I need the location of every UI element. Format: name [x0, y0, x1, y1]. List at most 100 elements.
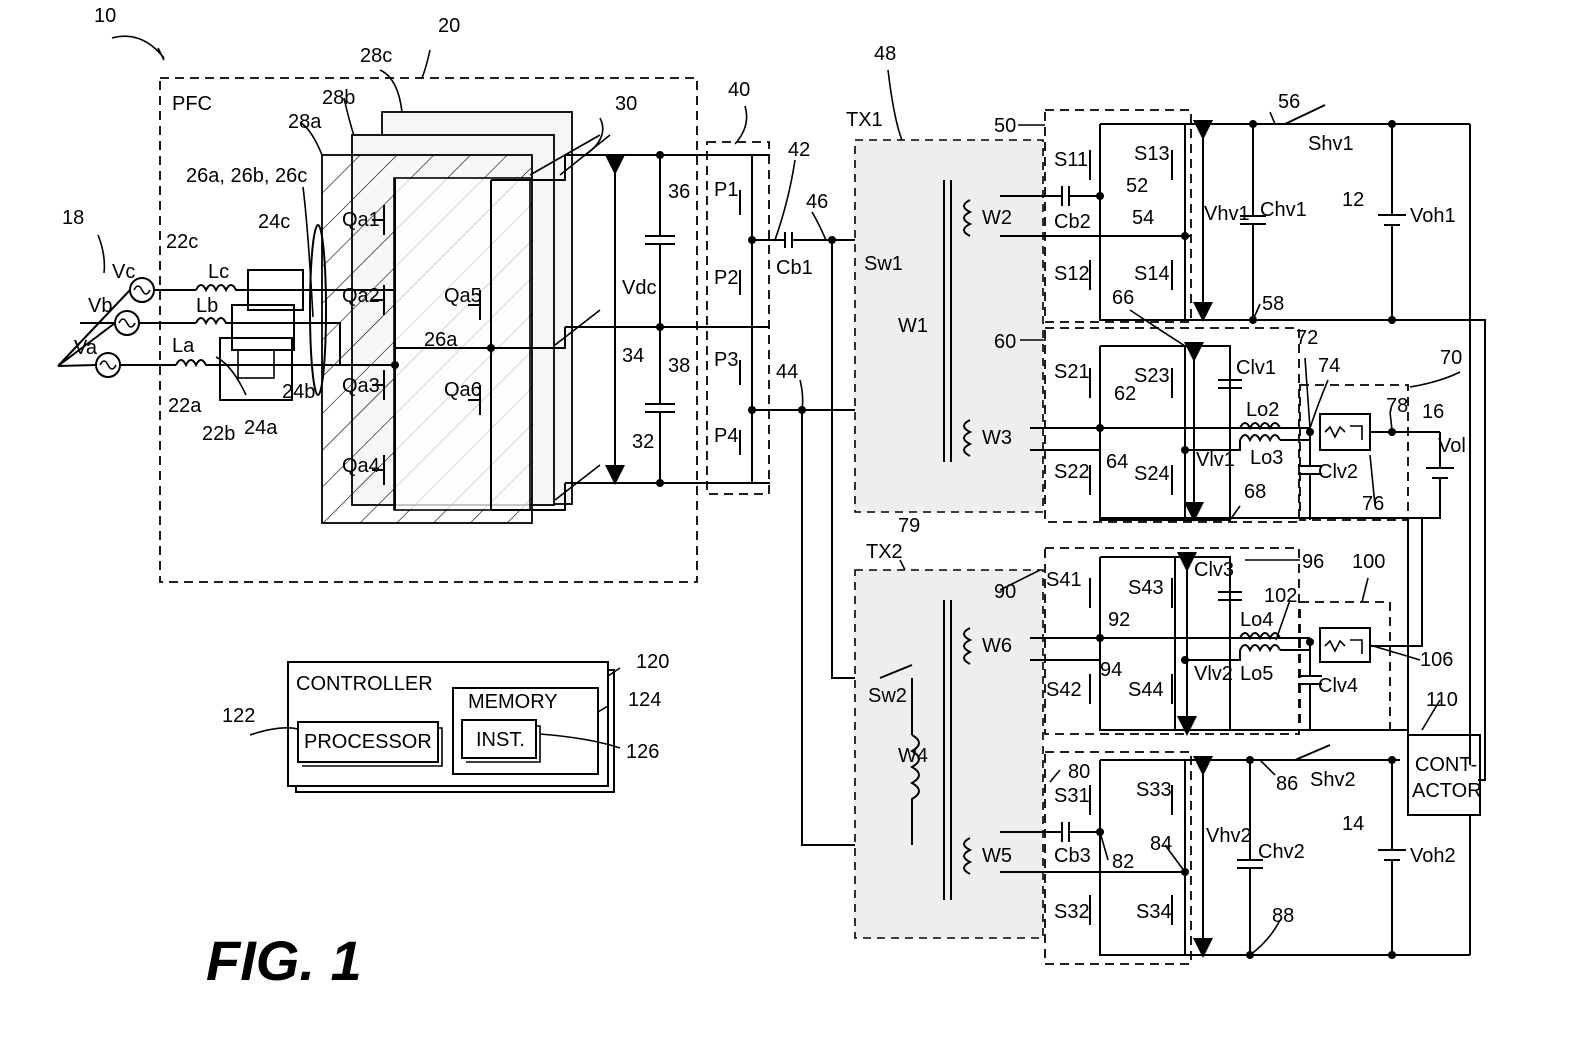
label-w3: W3 [982, 428, 1012, 448]
ref-70: 70 [1440, 348, 1462, 368]
label-cb1: Cb1 [776, 258, 813, 278]
ref-40: 40 [728, 80, 750, 100]
transformer-tx2 [855, 570, 1043, 938]
label-p1: P1 [714, 180, 738, 200]
ref-96: 96 [1302, 552, 1324, 572]
label-processor: PROCESSOR [304, 732, 432, 752]
label-qa5: Qa5 [444, 286, 482, 306]
ref-88: 88 [1272, 906, 1294, 926]
label-clv4: Clv4 [1318, 676, 1358, 696]
label-qa6: Qa6 [444, 380, 482, 400]
ref-12: 12 [1342, 190, 1364, 210]
label-qa4: Qa4 [342, 456, 380, 476]
ref-50: 50 [994, 116, 1016, 136]
ref-54: 54 [1132, 208, 1154, 228]
label-lb: Lb [196, 296, 218, 316]
label-lc: Lc [208, 262, 229, 282]
label-shv1: Shv1 [1308, 134, 1354, 154]
ref-60: 60 [994, 332, 1016, 352]
label-memory: MEMORY [468, 692, 558, 712]
ref-42: 42 [788, 140, 810, 160]
ref-64: 64 [1106, 452, 1128, 472]
ref-26a: 26a [424, 330, 457, 350]
inductor-lo5 [1240, 645, 1280, 650]
battery-14 [1378, 760, 1406, 955]
label-vb: Vb [88, 296, 112, 316]
ref-102: 102 [1264, 586, 1297, 606]
label-s14: S14 [1134, 264, 1170, 284]
label-s44: S44 [1128, 680, 1164, 700]
label-va: Va [74, 338, 97, 358]
ref-24c: 24c [258, 212, 290, 232]
switch-shv2 [1295, 745, 1330, 760]
capacitor-cb3 [1050, 822, 1100, 842]
label-lo2: Lo2 [1246, 400, 1279, 420]
label-s24: S24 [1134, 464, 1170, 484]
ref-122: 122 [222, 706, 255, 726]
ref-22b: 22b [202, 424, 235, 444]
ref-90: 90 [994, 582, 1016, 602]
ac-sources [58, 278, 196, 377]
ref-86: 86 [1276, 774, 1298, 794]
label-voh1: Voh1 [1410, 206, 1456, 226]
label-clv2: Clv2 [1318, 462, 1358, 482]
ref-16: 16 [1422, 402, 1444, 422]
label-pfc: PFC [172, 94, 212, 114]
label-qa2: Qa2 [342, 286, 380, 306]
label-p4: P4 [714, 426, 738, 446]
figure-title: FIG. 1 [206, 928, 362, 993]
ref-34: 34 [622, 346, 644, 366]
label-tx1: TX1 [846, 110, 883, 130]
label-vol: Vol [1438, 436, 1466, 456]
label-qa1: Qa1 [342, 210, 380, 230]
ref-22a: 22a [168, 396, 201, 416]
inductor-lb [196, 318, 236, 323]
label-w5: W5 [982, 846, 1012, 866]
label-p2: P2 [714, 268, 738, 288]
ref-28a: 28a [288, 112, 321, 132]
label-la: La [172, 336, 194, 356]
label-lo3: Lo3 [1250, 448, 1283, 468]
battery-12 [1378, 124, 1406, 320]
label-cb3: Cb3 [1054, 846, 1091, 866]
ref-10: 10 [94, 6, 116, 26]
label-clv1: Clv1 [1236, 358, 1276, 378]
contactor-label: CONT-ACTOR [1412, 752, 1480, 804]
label-s11: S11 [1054, 150, 1088, 170]
label-lo5: Lo5 [1240, 664, 1273, 684]
label-vlv1: Vlv1 [1196, 450, 1235, 470]
ref-74: 74 [1318, 356, 1340, 376]
label-s22: S22 [1054, 462, 1090, 482]
ref-38: 38 [668, 356, 690, 376]
label-qa3: Qa3 [342, 376, 380, 396]
label-s31: S31 [1054, 786, 1090, 806]
label-vhv2: Vhv2 [1206, 826, 1252, 846]
inductor-lo3 [1240, 435, 1280, 440]
ref-24a: 24a [244, 418, 277, 438]
ref-106: 106 [1420, 650, 1453, 670]
label-s13: S13 [1134, 144, 1170, 164]
ref-72: 72 [1296, 328, 1318, 348]
rectifier-90 [1045, 548, 1299, 734]
capacitor-38 [645, 327, 675, 483]
label-s33: S33 [1136, 780, 1172, 800]
ref-68: 68 [1244, 482, 1266, 502]
label-s21: S21 [1054, 362, 1090, 382]
ref-78: 78 [1386, 396, 1408, 416]
ref-20: 20 [438, 16, 460, 36]
label-s12: S12 [1054, 264, 1090, 284]
label-shv2: Shv2 [1310, 770, 1356, 790]
label-vdc: Vdc [622, 278, 656, 298]
label-p3: P3 [714, 350, 738, 370]
label-s42: S42 [1046, 680, 1082, 700]
ref-66: 66 [1112, 288, 1134, 308]
label-w4: W4 [898, 746, 928, 766]
label-clv3: Clv3 [1194, 560, 1234, 580]
label-lo4: Lo4 [1240, 610, 1273, 630]
sensor-24b [232, 305, 294, 350]
label-sw2: Sw2 [868, 686, 907, 706]
ref-28b: 28b [322, 88, 355, 108]
ref-62: 62 [1114, 384, 1136, 404]
ref-14: 14 [1342, 814, 1364, 834]
ref-18: 18 [62, 208, 84, 228]
